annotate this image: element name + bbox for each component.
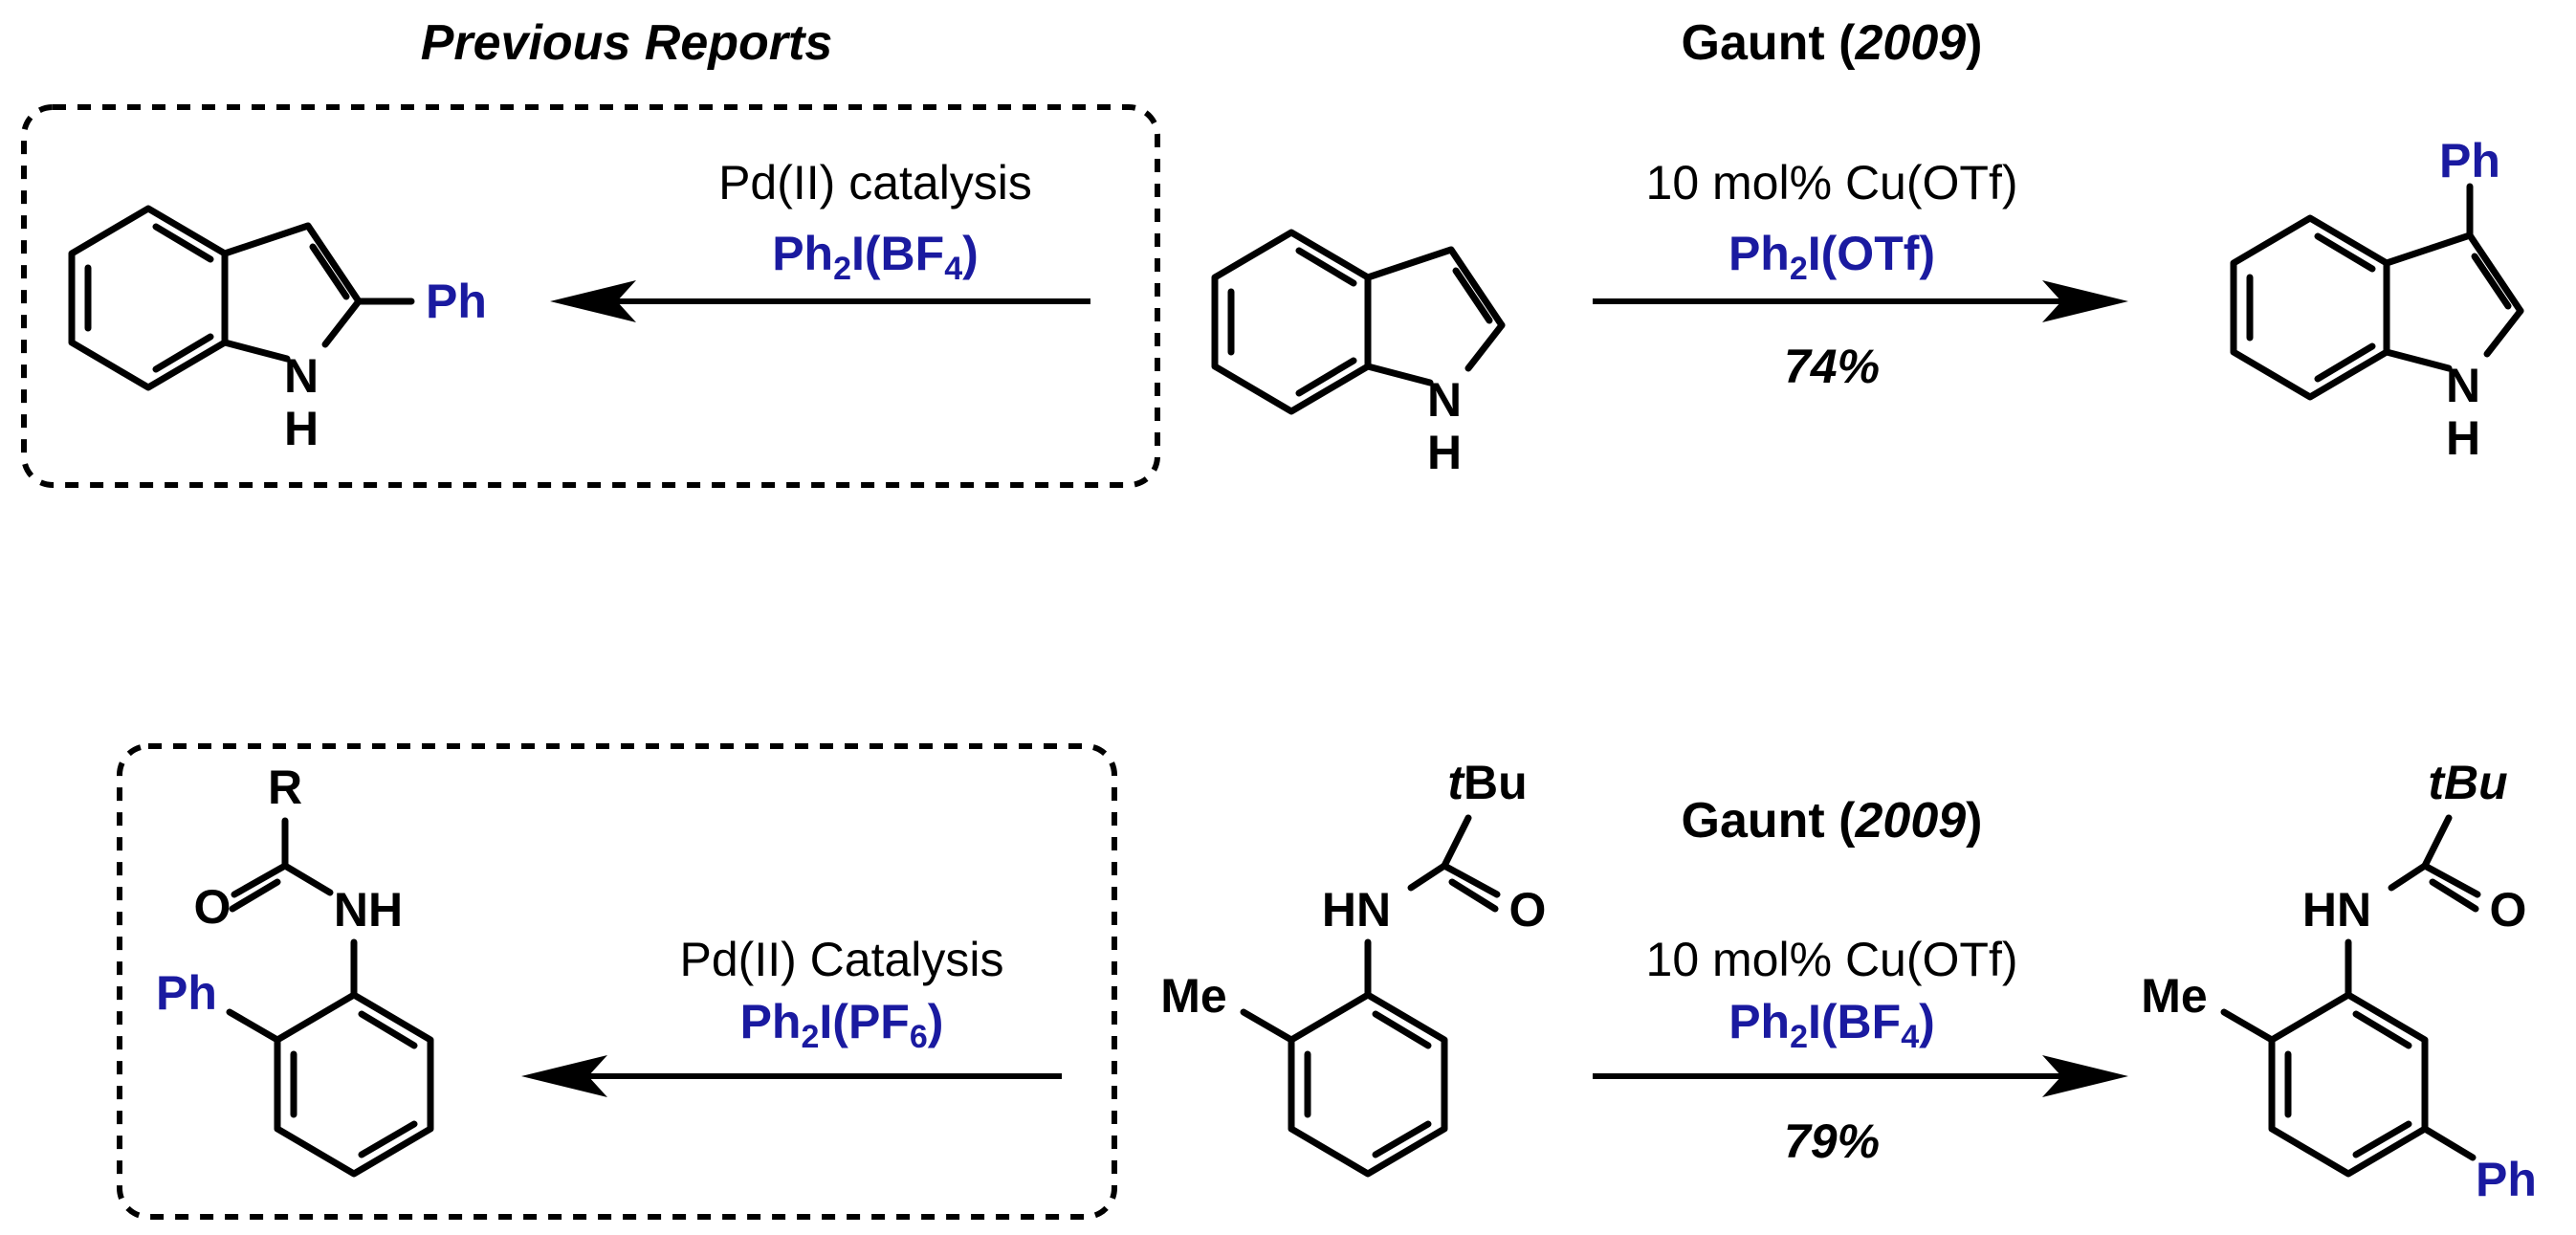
pivalamide-structure: tBu O HN Me <box>1160 756 1547 1178</box>
meta-phenyl-pivalamide-structure: tBu O HN Me Ph <box>2141 756 2537 1206</box>
2-phenylindole-structure: N H Ph <box>68 205 487 455</box>
top-yield: 74% <box>1784 340 1880 393</box>
indole-n-label: N <box>284 349 319 403</box>
bottom-cu-conditions: 10 mol% Cu(OTf) <box>1646 933 2018 986</box>
methyl-label-right: Me <box>2141 969 2207 1023</box>
top-cu-arrow <box>1593 280 2128 322</box>
top-pd-reagent: Ph2I(BF4) <box>772 227 979 287</box>
gaunt-top-header: Gaunt (2009) <box>1682 15 1983 71</box>
top-cu-reagent: Ph2I(OTf) <box>1728 227 1935 287</box>
previous-reports-box-top <box>21 104 1160 488</box>
tbu-label-right: tBu <box>2428 756 2507 809</box>
methyl-label-center: Me <box>1160 969 1226 1023</box>
3-phenylindole-structure: N H Ph <box>2230 134 2524 465</box>
bottom-yield: 79% <box>1784 1114 1880 1168</box>
bottom-pd-arrow <box>521 1055 1062 1097</box>
bottom-pd-conditions: Pd(II) Catalysis <box>680 933 1004 986</box>
gaunt-bottom-header: Gaunt (2009) <box>1682 793 1983 849</box>
indole-structure: N H <box>1211 229 1506 479</box>
top-pd-conditions: Pd(II) catalysis <box>718 156 1032 210</box>
indole-center-n-label: N <box>1427 373 1462 427</box>
previous-reports-header: Previous Reports <box>421 15 833 71</box>
carbonyl-o-right: O <box>2490 883 2527 937</box>
tbu-label-center: tBu <box>1447 756 1527 809</box>
top-cu-conditions: 10 mol% Cu(OTf) <box>1646 156 2018 210</box>
amide-nh-label: NH <box>334 883 403 937</box>
ortho-phenyl-anilide-structure: R O NH Ph <box>156 761 434 1178</box>
indole-right-h-label: H <box>2446 411 2480 465</box>
phenyl-label-bottom-right: Ph <box>2476 1153 2537 1206</box>
indole-h-label: H <box>284 402 319 455</box>
amide-hn-center: HN <box>1322 883 1391 937</box>
bottom-cu-arrow <box>1593 1055 2128 1097</box>
phenyl-label-bottom-left: Ph <box>156 966 217 1020</box>
carbonyl-o-label: O <box>194 880 231 934</box>
bottom-pd-reagent: Ph2I(PF6) <box>740 995 944 1055</box>
amide-hn-right: HN <box>2302 883 2371 937</box>
r-group-label: R <box>268 761 302 814</box>
top-pd-arrow <box>550 280 1090 322</box>
carbonyl-o-center: O <box>1509 883 1547 937</box>
phenyl-label-right: Ph <box>2439 134 2500 187</box>
phenyl-label: Ph <box>426 275 487 328</box>
indole-center-h-label: H <box>1427 426 1462 479</box>
bottom-cu-reagent: Ph2I(BF4) <box>1728 995 1935 1055</box>
indole-right-n-label: N <box>2446 359 2480 412</box>
